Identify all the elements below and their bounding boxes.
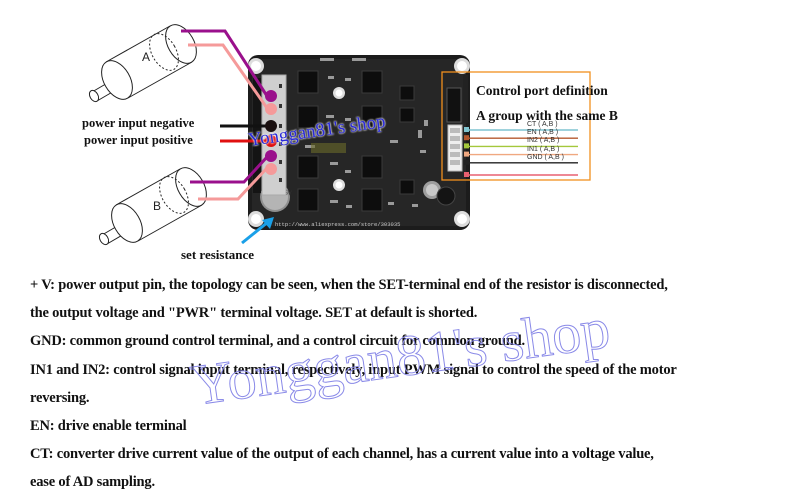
description-line: + V: power output pin, the topology can … [30, 277, 668, 293]
terminal-a2 [265, 103, 277, 115]
signal-pin-marker [464, 143, 469, 149]
signal-label-ct: CT ( A,B ) [527, 121, 558, 128]
motor-a-wire-pink [188, 43, 269, 109]
motor-b-icon [98, 167, 207, 246]
board-url: http://www.aliexpress.com/store/303035 [275, 221, 400, 228]
description-line: CT: converter drive current value of the… [30, 446, 654, 462]
control-port-box [441, 71, 591, 181]
motor-a-icon [88, 24, 197, 103]
signal-pin-marker [464, 135, 469, 141]
description-line: EN: drive enable terminal [30, 418, 187, 434]
motor-a-wire-purple [181, 29, 269, 97]
terminal-positive [265, 135, 277, 147]
set-resistance-arrow-icon [241, 217, 274, 245]
terminal-negative [265, 120, 277, 132]
description-line: reversing. [30, 390, 90, 406]
signal-label-en: EN ( A,B ) [527, 129, 559, 137]
motor-b-label: B [153, 199, 162, 213]
signal-label-in2: IN2 ( A,B ) [527, 137, 560, 145]
terminal-a1 [265, 90, 277, 102]
motor-b-wire-pink [198, 166, 269, 201]
diagram-graphics: 1000 35V [88, 24, 591, 246]
signal-pin-marker [464, 127, 469, 132]
signal-label-gnd: GND ( A,B ) [527, 153, 564, 161]
control-port-subtitle: A group with the same B [476, 108, 618, 123]
motor-a-label: A [142, 50, 151, 64]
driver-board: 1000 35V [248, 55, 470, 230]
control-signal-lines [464, 127, 578, 177]
signal-pin-marker [464, 172, 469, 177]
control-port-header [446, 75, 468, 172]
signal-label-in1: IN1 ( A,B ) [527, 145, 560, 153]
description-line: IN1 and IN2: control signal input termin… [30, 362, 677, 378]
wiring-diagram: 1000 35V [82, 24, 618, 262]
description-line: GND: common ground control terminal, and… [30, 333, 525, 349]
motor-b-wire-purple [190, 155, 269, 184]
power-negative-label: power input negative [82, 116, 195, 130]
description-line: ease of AD sampling. [30, 474, 155, 490]
set-resistance-label: set resistance [181, 247, 255, 262]
signal-pin-marker [464, 151, 469, 157]
terminal-b1 [265, 150, 277, 162]
power-positive-label: power input positive [84, 133, 193, 147]
control-port-title: Control port definition [476, 83, 608, 98]
terminal-b2 [265, 163, 277, 175]
description-line: the output voltage and "PWR" terminal vo… [30, 305, 478, 321]
signal-pin-marker [464, 159, 469, 165]
